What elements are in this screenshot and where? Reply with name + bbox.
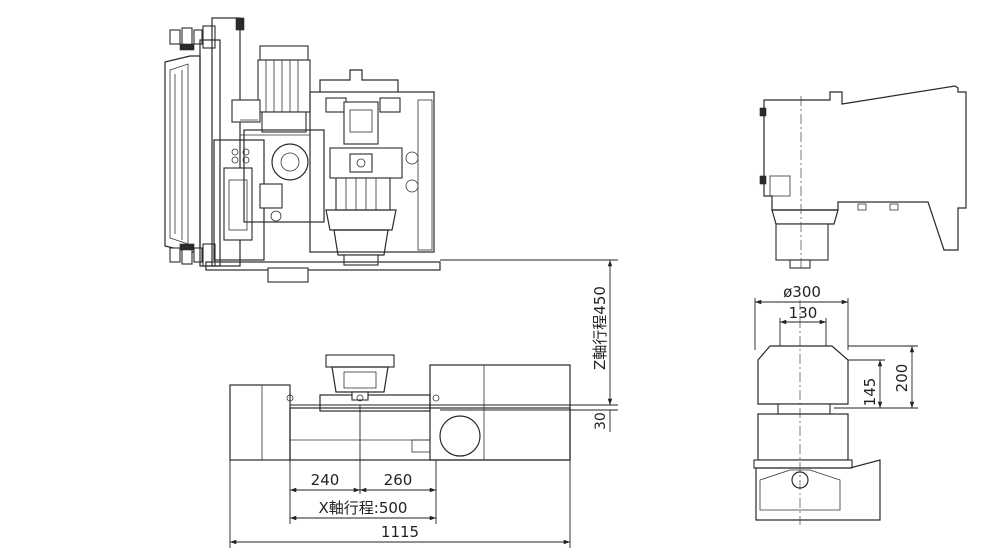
dim-260-label: 260	[384, 471, 413, 489]
dim-145-label: 145	[861, 378, 879, 407]
top-clamps	[169, 25, 216, 267]
diameter-label: ø300	[783, 283, 821, 301]
z-offset-label: 30	[593, 412, 609, 430]
x-dimension-lines	[229, 405, 571, 548]
z-stroke-label: Z軸行程450	[591, 286, 609, 370]
z-stroke-dimension	[290, 259, 618, 432]
x-stroke-label: X軸行程:500	[319, 499, 408, 517]
side-view-machine	[759, 85, 967, 270]
spindle-dimension-lines	[754, 298, 918, 409]
spindle-detail-view	[753, 300, 881, 525]
top-view-machine	[164, 17, 441, 283]
dim-240-label: 240	[311, 471, 340, 489]
dim-130-label: 130	[789, 304, 818, 322]
dim-200-label: 200	[893, 364, 911, 393]
front-view-machine	[229, 354, 571, 461]
overall-width-label: 1115	[381, 523, 419, 541]
